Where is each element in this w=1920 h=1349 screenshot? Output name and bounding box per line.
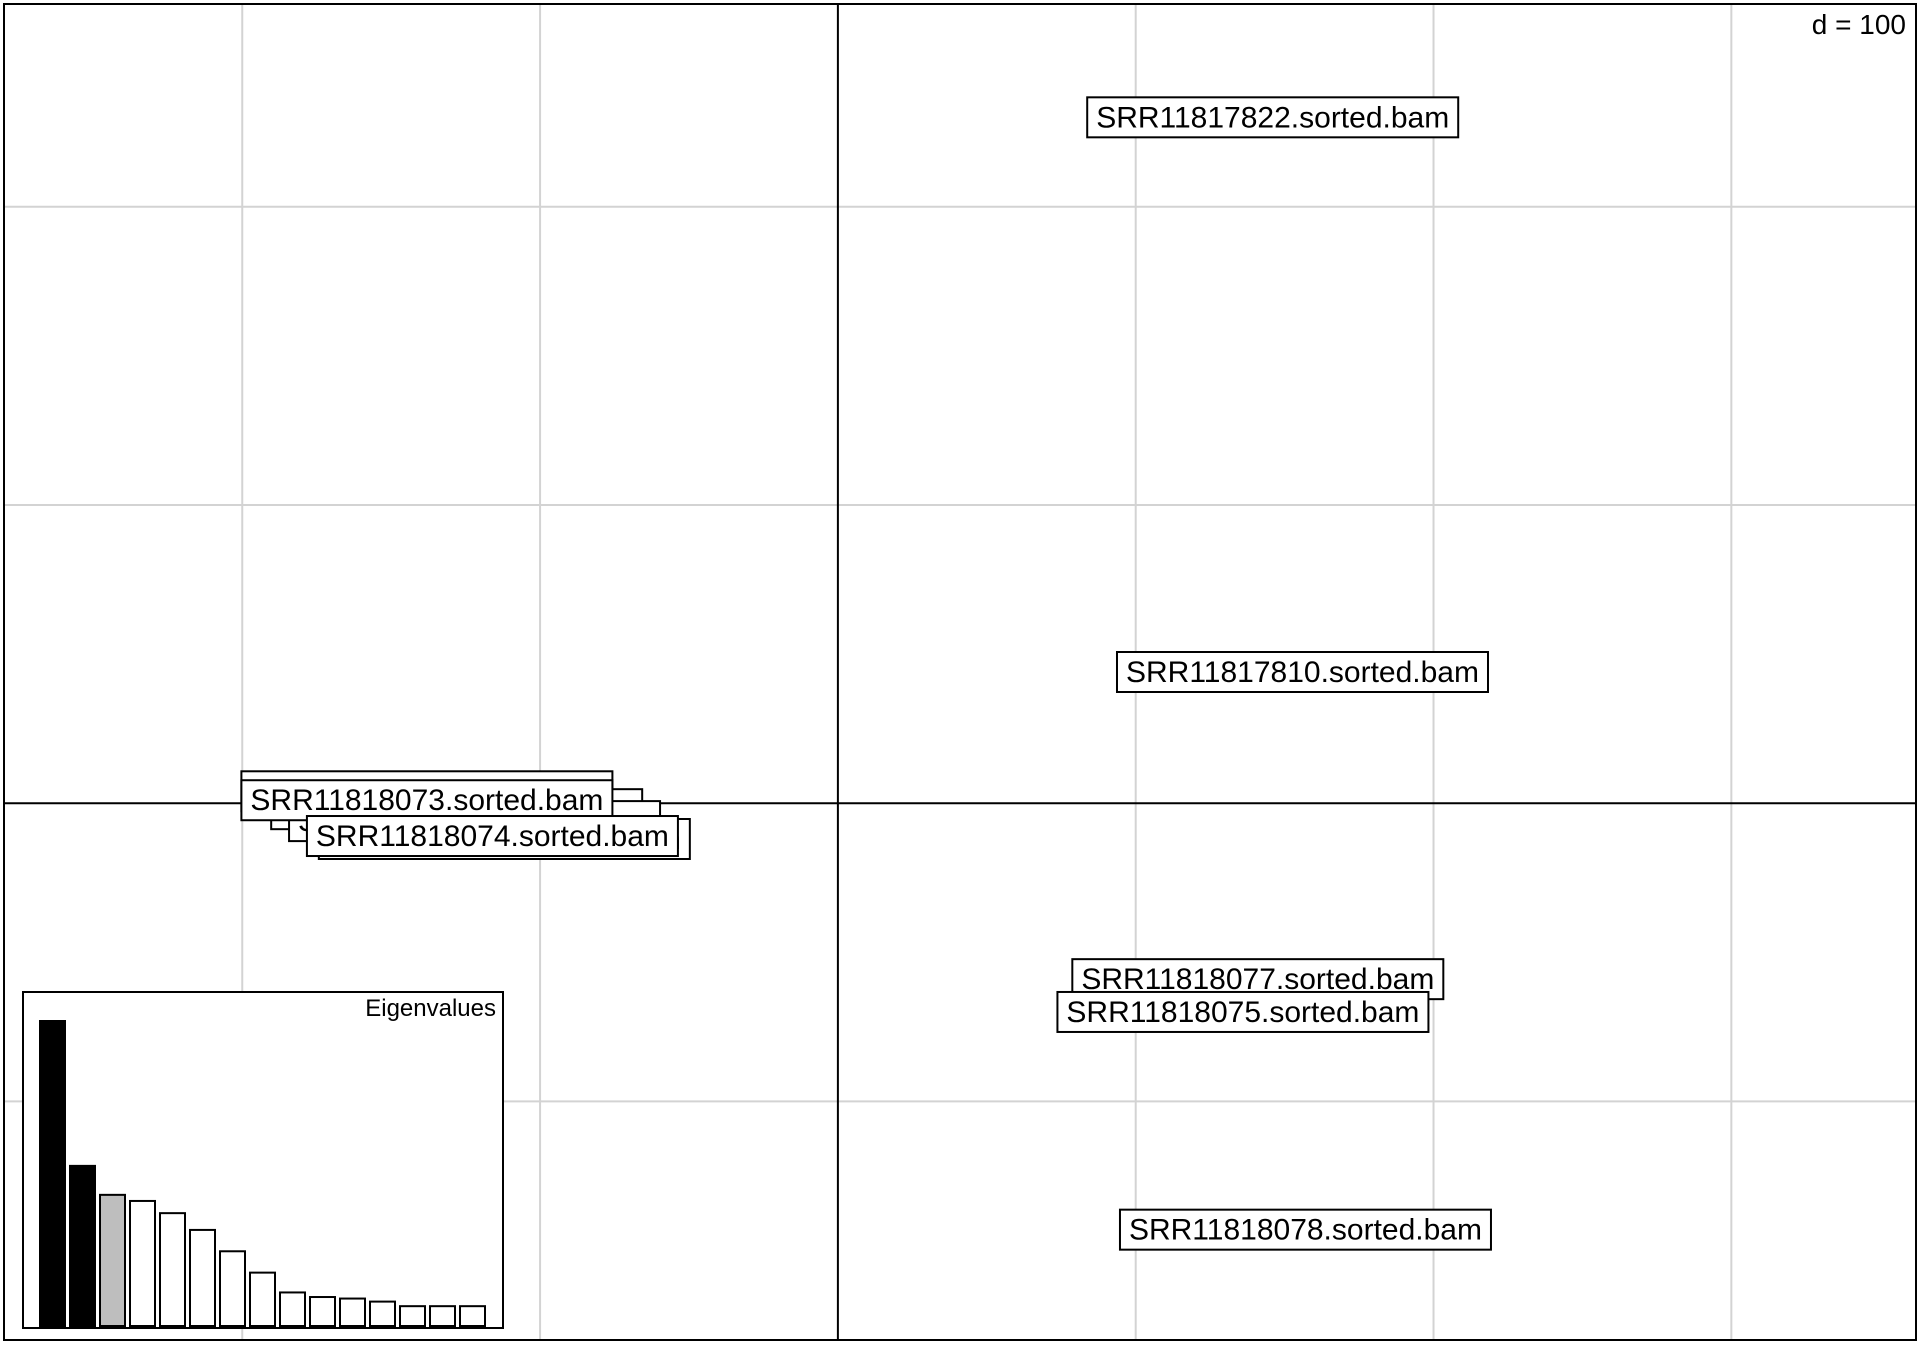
eigenvalue-bars [39, 1020, 486, 1328]
sample-label-box [1056, 990, 1430, 1033]
eigenvalue-bar [309, 1296, 336, 1328]
sample-labels: SRR11818072.sorted.bamSRR11818079.sorted… [240, 96, 1492, 1251]
sample-label-text: SRR11817822.sorted.bam [1096, 101, 1449, 134]
eigenvalue-bar [219, 1250, 246, 1328]
eigenvalue-bar [369, 1300, 396, 1327]
plot-border [3, 3, 1917, 1341]
sample-label: SRR11817822.sorted.bam [1086, 96, 1460, 139]
sample-label-text: SRR11818077.sorted.bam [1081, 963, 1434, 996]
sample-label-box [240, 779, 614, 822]
eigenvalues-title: Eigenvalues [365, 995, 496, 1022]
eigenvalue-bar [159, 1212, 186, 1328]
sample-label-text: SRR11818078.sorted.bam [1129, 1214, 1482, 1247]
eigenvalues-inset: Eigenvalues [22, 991, 504, 1329]
eigenvalue-bar [459, 1305, 486, 1328]
sample-label: SRR11818075.sorted.bam [1056, 990, 1430, 1033]
sample-label-box [1086, 96, 1460, 139]
sample-label: SRR11818073.sorted.bam [240, 779, 614, 822]
eigenvalue-bar [399, 1305, 426, 1328]
sample-label-box [305, 815, 679, 858]
eigenvalue-bar [339, 1297, 366, 1328]
scale-label: d = 100 [1812, 9, 1906, 40]
sample-label: SRR11818078.sorted.bam [1118, 1208, 1492, 1251]
sample-label-text: SRR11817810.sorted.bam [1126, 656, 1479, 689]
sample-label: SRR11818074.sorted.bam [305, 815, 679, 858]
eigenvalue-bar [429, 1305, 456, 1328]
eigenvalue-bar [69, 1164, 96, 1327]
eigenvalue-bar [249, 1271, 276, 1327]
sample-label-text: SRR11818075.sorted.bam [1066, 996, 1419, 1029]
eigenvalue-bar [279, 1291, 306, 1327]
eigenvalue-bar [39, 1020, 66, 1327]
eigenvalue-bar [129, 1199, 156, 1327]
sample-label-text: SRR11818073.sorted.bam [250, 784, 603, 817]
eigenvalue-bar [189, 1228, 216, 1328]
sample-label-text: SRR11818074.sorted.bam [316, 820, 669, 853]
sample-label: SRR11817810.sorted.bam [1115, 651, 1489, 693]
sample-label-box [1115, 651, 1489, 693]
sample-label-box [1118, 1208, 1492, 1251]
eigenvalue-bar [99, 1193, 126, 1327]
